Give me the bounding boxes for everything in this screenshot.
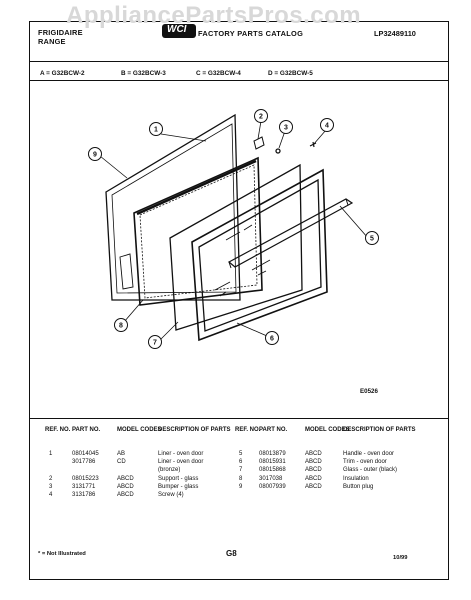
model-codes: AB: [117, 451, 126, 457]
table-row: 2: [49, 476, 53, 482]
glass-bumper: [275, 148, 281, 154]
part-number: 08014045: [72, 451, 99, 457]
model-codes: ABCD: [117, 484, 134, 490]
product-type: RANGE: [38, 37, 66, 46]
glass-panel: [169, 163, 303, 331]
part-number: 08007939: [259, 484, 286, 490]
model-codes: ABCD: [117, 476, 134, 482]
callout-2: 2: [259, 114, 263, 121]
description: Support - glass: [158, 476, 199, 482]
table-rule: [29, 418, 449, 419]
col-header-codes-right: MODEL CODES: [305, 427, 350, 433]
model-codes: ABCD: [305, 467, 322, 473]
glass-support: [253, 136, 265, 150]
col-header-desc-right: DESCRIPTION OF PARTS: [343, 427, 416, 433]
callout-1: 1: [154, 127, 158, 134]
part-number: 08015931: [259, 459, 286, 465]
catalog-date: 10/99: [393, 555, 408, 561]
description: Insulation: [343, 476, 369, 482]
description: Trim - oven door: [343, 459, 387, 465]
col-header-codes: MODEL CODES: [117, 427, 162, 433]
table-row: 4: [49, 492, 53, 498]
table-row: 6: [239, 459, 243, 465]
model-codes: ABCD: [117, 492, 134, 498]
callout-4: 4: [325, 123, 329, 130]
catalog-number: LP32489110: [374, 29, 416, 38]
catalog-title: FACTORY PARTS CATALOG: [198, 29, 304, 38]
table-row: 9: [239, 484, 243, 490]
callout-9: 9: [93, 152, 97, 159]
page-number: G8: [226, 549, 237, 558]
model-codes: ABCD: [305, 484, 322, 490]
description: Handle - oven door: [343, 451, 395, 457]
callout-3: 3: [284, 125, 288, 132]
part-number: 08015223: [72, 476, 99, 482]
callout-circles: [88, 109, 379, 349]
description: (bronze): [158, 467, 181, 473]
callout-7: 7: [153, 340, 157, 347]
col-header-desc: DESCRIPTION OF PARTS: [158, 427, 231, 433]
outer-door-trim: [191, 168, 328, 342]
callout-5: 5: [370, 236, 374, 243]
part-number: 3131786: [72, 492, 96, 498]
catalog-page-frame: [29, 21, 449, 580]
description: Liner - oven door: [158, 451, 204, 457]
description: Bumper - glass: [158, 484, 199, 490]
model-codes: ABCD: [305, 476, 322, 482]
logo-text: WCI: [167, 24, 187, 35]
table-row: 8: [239, 476, 243, 482]
model-b: B = G32BCW-3: [121, 70, 166, 77]
liner-panel: [105, 113, 241, 301]
col-header-part: PART NO.: [72, 427, 101, 433]
table-row: 7: [239, 467, 243, 473]
model-a: A = G32BCW-2: [40, 70, 85, 77]
part-number: 3017038: [259, 476, 283, 482]
model-d: D = G32BCW-5: [268, 70, 313, 77]
part-number: 08015868: [259, 467, 286, 473]
col-header-ref: REF. NO.: [45, 427, 71, 433]
brand-name: FRIGIDAIRE: [38, 28, 83, 37]
part-number: 08013879: [259, 451, 286, 457]
callout-6: 6: [270, 336, 274, 343]
figure-code: E0526: [360, 388, 378, 395]
model-c: C = G32BCW-4: [196, 70, 241, 77]
header-rule: [29, 61, 449, 62]
description: Button plug: [343, 484, 374, 490]
table-row: 5: [239, 451, 243, 457]
door-handle: [227, 198, 354, 269]
callout-8: 8: [119, 323, 123, 330]
model-codes: ABCD: [305, 459, 322, 465]
table-row: 1: [49, 451, 53, 457]
col-header-part-right: PART NO.: [259, 427, 288, 433]
not-illustrated-note: * = Not Illustrated: [38, 551, 86, 557]
brand-block: FRIGIDAIRE RANGE: [38, 28, 83, 46]
part-number: 3017786: [72, 459, 96, 465]
model-codes: CD: [117, 459, 126, 465]
description: Liner - oven door: [158, 459, 204, 465]
part-number: 3131771: [72, 484, 96, 490]
models-rule: [29, 80, 449, 81]
description: Glass - outer (black): [343, 467, 398, 473]
watermark: AppliancePartsPros.com: [66, 2, 362, 29]
model-codes: ABCD: [305, 451, 322, 457]
table-row: 3: [49, 484, 53, 490]
insulation-panel: [133, 156, 263, 306]
callout-leaders: [99, 120, 369, 343]
description: Screw (4): [158, 492, 184, 498]
col-header-ref-right: REF. NO.: [235, 427, 261, 433]
wci-logo: WCI: [162, 24, 196, 38]
